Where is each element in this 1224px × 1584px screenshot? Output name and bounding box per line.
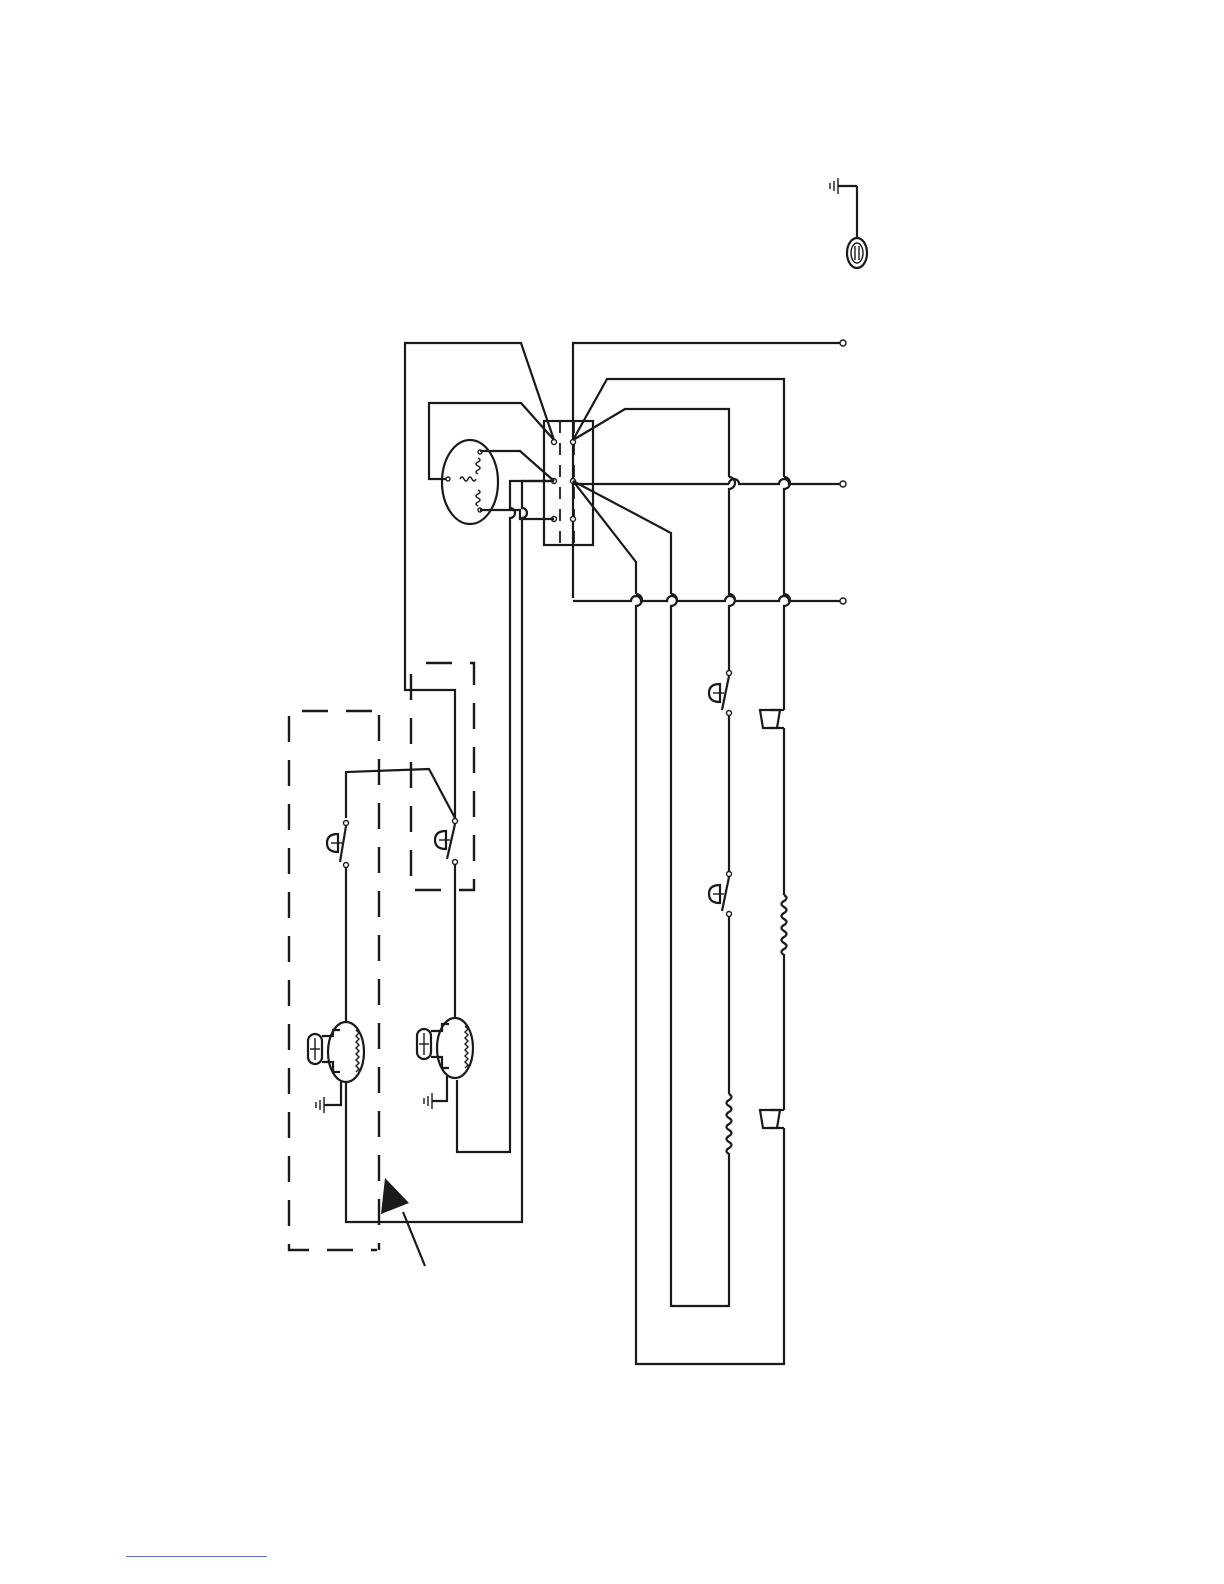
heater-coil-lower: [727, 1094, 732, 1156]
door-switch-upper: [327, 821, 349, 868]
fan-motor-upper: [308, 1022, 364, 1113]
thermostat-switch-lower: [709, 872, 732, 917]
high-limit-cutout-upper: [760, 710, 784, 728]
line-terminal-l3: [840, 598, 846, 604]
heater-coil-upper: [782, 895, 787, 957]
door-switch-enclosure: [411, 663, 474, 890]
fan-motor-lower: [417, 1018, 473, 1109]
line-conductors: [573, 343, 841, 601]
line-terminal-l1: [840, 340, 846, 346]
high-limit-cutout-lower: [760, 1110, 784, 1128]
plug-receptacle: [847, 238, 867, 268]
page-footer-rule: [126, 1556, 267, 1557]
three-phase-motor: [442, 440, 498, 524]
thermostat-switch-upper: [709, 671, 732, 716]
fan-enclosure-outer: [289, 711, 379, 1250]
motor-wiring: [346, 343, 554, 1222]
door-switch-lower: [435, 819, 458, 865]
control-wiring: [573, 379, 790, 1364]
ground-terminal: [830, 178, 857, 238]
line-terminal-l2: [840, 481, 846, 487]
